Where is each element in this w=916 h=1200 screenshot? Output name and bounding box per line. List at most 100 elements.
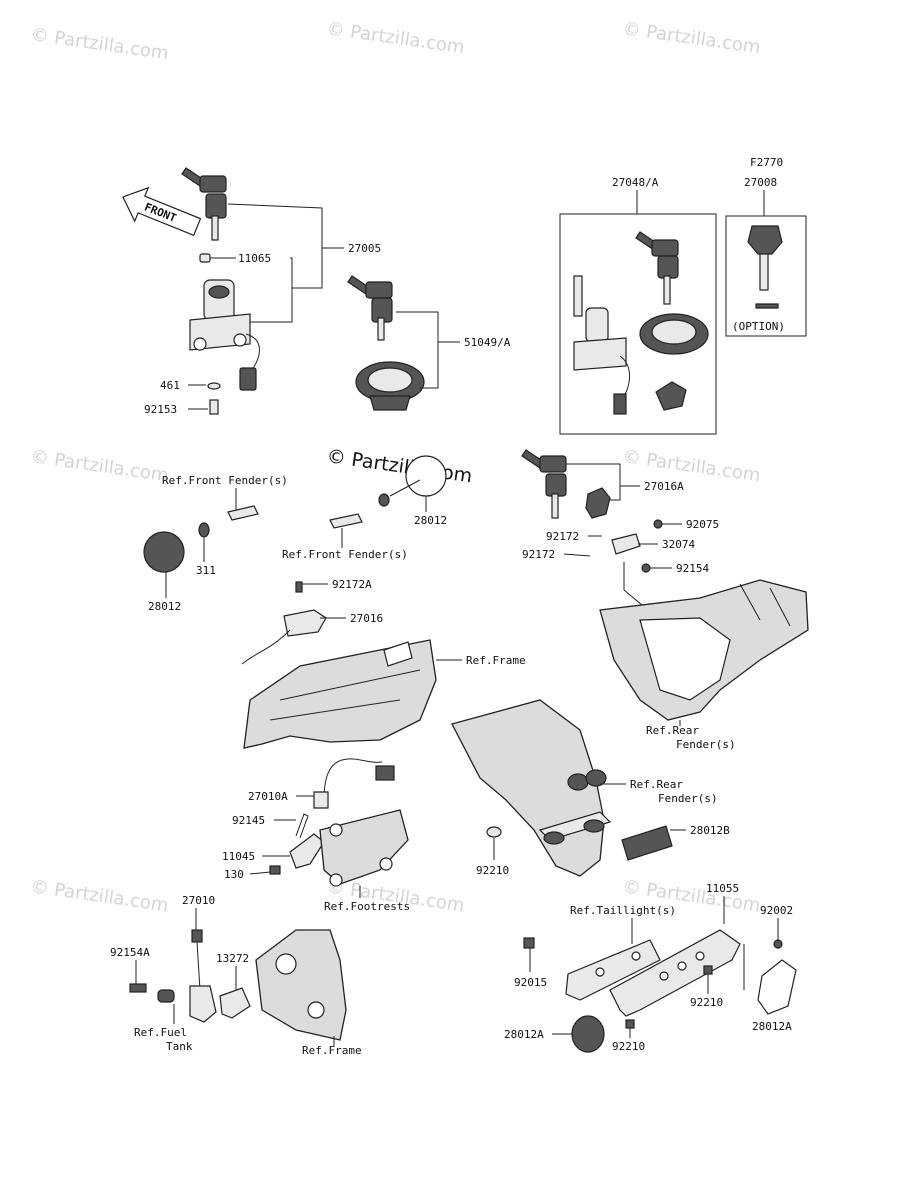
part-number-label: 28012 <box>414 514 447 527</box>
part-number-label: 28012B <box>690 824 730 837</box>
rear-fender-upper: Ref.Rear Fender(s) <box>599 579 809 751</box>
watermark: © Partzilla.com <box>29 876 169 916</box>
reference-label: Ref.Rear <box>630 778 683 791</box>
connector-icon <box>191 929 203 943</box>
reflector-icon <box>757 959 797 1015</box>
reference-label: Ref.Footrests <box>324 900 410 913</box>
frame-icon <box>255 929 347 1041</box>
key-icon <box>181 167 227 241</box>
part-number-label: 92210 <box>612 1040 645 1053</box>
part-number-label: 28012A <box>752 1020 792 1033</box>
option-tag-icon <box>755 303 779 309</box>
grommet-icon <box>378 493 390 507</box>
seat-switch-group: 27010A 92145 11045 130 Ref.Footrests <box>222 758 410 913</box>
reference-label: Ref.Frame <box>302 1044 362 1057</box>
part-number-label: 32074 <box>662 538 695 551</box>
switch-icon <box>189 985 217 1023</box>
reference-label: Ref.Frame <box>466 654 526 667</box>
part-number-label: 28012A <box>504 1028 544 1041</box>
nut-icon <box>703 965 713 975</box>
reference-label: Fender(s) <box>676 738 736 751</box>
part-number-label: 92145 <box>232 814 265 827</box>
grommet-icon <box>198 522 210 538</box>
reference-label: Ref.Taillight(s) <box>570 904 676 917</box>
screw-icon <box>295 581 303 593</box>
reference-label: Ref.Front Fender(s) <box>162 474 288 487</box>
nut-icon <box>625 1019 635 1029</box>
part-number-label: 92075 <box>686 518 719 531</box>
grommet-icon <box>157 989 175 1003</box>
ignition-switch-icon <box>189 279 260 391</box>
seat-lock-cable-group: 92172A 27016 Ref.Frame <box>241 578 526 749</box>
nut-icon <box>486 826 502 838</box>
washer-icon <box>207 382 221 390</box>
part-number-label: 11055 <box>706 882 739 895</box>
part-number-label: 27016A <box>644 480 684 493</box>
part-number-label: F2770 <box>750 156 783 169</box>
nut-icon <box>523 937 535 949</box>
part-number-label: 27005 <box>348 242 381 255</box>
fuel-switch-group: 27010 92154A 13272 Ref.Fuel Tank Ref.Fra… <box>110 894 362 1057</box>
option-box <box>725 215 807 337</box>
reference-label: Ref.Fuel <box>134 1026 187 1039</box>
emblem-icon <box>405 455 447 497</box>
lock-set-group: 27048/A <box>559 176 717 435</box>
part-number-label: 92210 <box>476 864 509 877</box>
part-number-label: 92172 <box>546 530 579 543</box>
key-icon <box>521 449 567 519</box>
bolt-icon <box>129 983 147 993</box>
front-arrow-icon: FRONT <box>122 186 202 237</box>
watermark: © Partzilla.com <box>29 446 169 486</box>
part-number-label: 461 <box>160 379 180 392</box>
part-number-label: 51049/A <box>464 336 511 349</box>
part-number-label: 27048/A <box>612 176 659 189</box>
seat-lock-group: 27016A 92075 92172 32074 92172 92154 <box>521 449 719 621</box>
part-number-label: 92015 <box>514 976 547 989</box>
part-number-label: 27010A <box>248 790 288 803</box>
bracket-icon <box>289 833 325 869</box>
part-number-label: 92154A <box>110 946 150 959</box>
seat-lock-icon <box>283 609 327 637</box>
spring-icon <box>295 813 309 839</box>
bolt-icon <box>269 865 281 875</box>
part-number-label: 92153 <box>144 403 177 416</box>
watermark: © Partzilla.com <box>621 18 761 58</box>
fuel-cap-group: 51049/A <box>347 275 511 411</box>
plate-icon <box>219 987 251 1019</box>
cable-icon <box>241 629 291 665</box>
front-fender-group: Ref.Front Fender(s) 311 28012 Ref.Front … <box>143 455 447 613</box>
part-number-label: 92002 <box>760 904 793 917</box>
ignition-switch-group: 27005 11065 461 92153 <box>144 167 381 416</box>
option-note: (OPTION) <box>732 320 785 333</box>
rivet-icon <box>329 513 363 529</box>
part-number-label: 27010 <box>182 894 215 907</box>
bracket-icon <box>609 929 741 1017</box>
part-number-label: 92172 <box>522 548 555 561</box>
fuel-cap-icon <box>355 361 425 411</box>
emblem-icon <box>143 531 185 573</box>
key-icon <box>747 225 783 291</box>
footrest-bracket-icon <box>319 809 409 885</box>
part-number-label: 27008 <box>744 176 777 189</box>
center-watermark: © Partzilla.com <box>325 445 473 487</box>
screw-icon <box>773 939 783 949</box>
part-number-label: 92172A <box>332 578 372 591</box>
cable-icon <box>196 941 201 991</box>
frame-icon <box>243 639 437 749</box>
reflector-icon <box>621 825 673 861</box>
part-number-label: 13272 <box>216 952 249 965</box>
seat-lock-icon <box>655 381 687 411</box>
part-number-label: 11065 <box>238 252 271 265</box>
ignition-switch-icon <box>573 275 630 415</box>
reference-label: Ref.Front Fender(s) <box>282 548 408 561</box>
part-number-label: 27016 <box>350 612 383 625</box>
rivet-icon <box>227 505 259 521</box>
reference-label: Ref.Rear <box>646 724 699 737</box>
screw-icon <box>641 563 651 573</box>
cable-icon <box>323 758 383 801</box>
reflector-icon <box>571 1015 605 1053</box>
taillight-group: 11055 Ref.Taillight(s) 92002 92015 92210… <box>504 882 797 1053</box>
fuel-cap-icon <box>639 313 709 355</box>
cap-icon <box>199 253 211 263</box>
